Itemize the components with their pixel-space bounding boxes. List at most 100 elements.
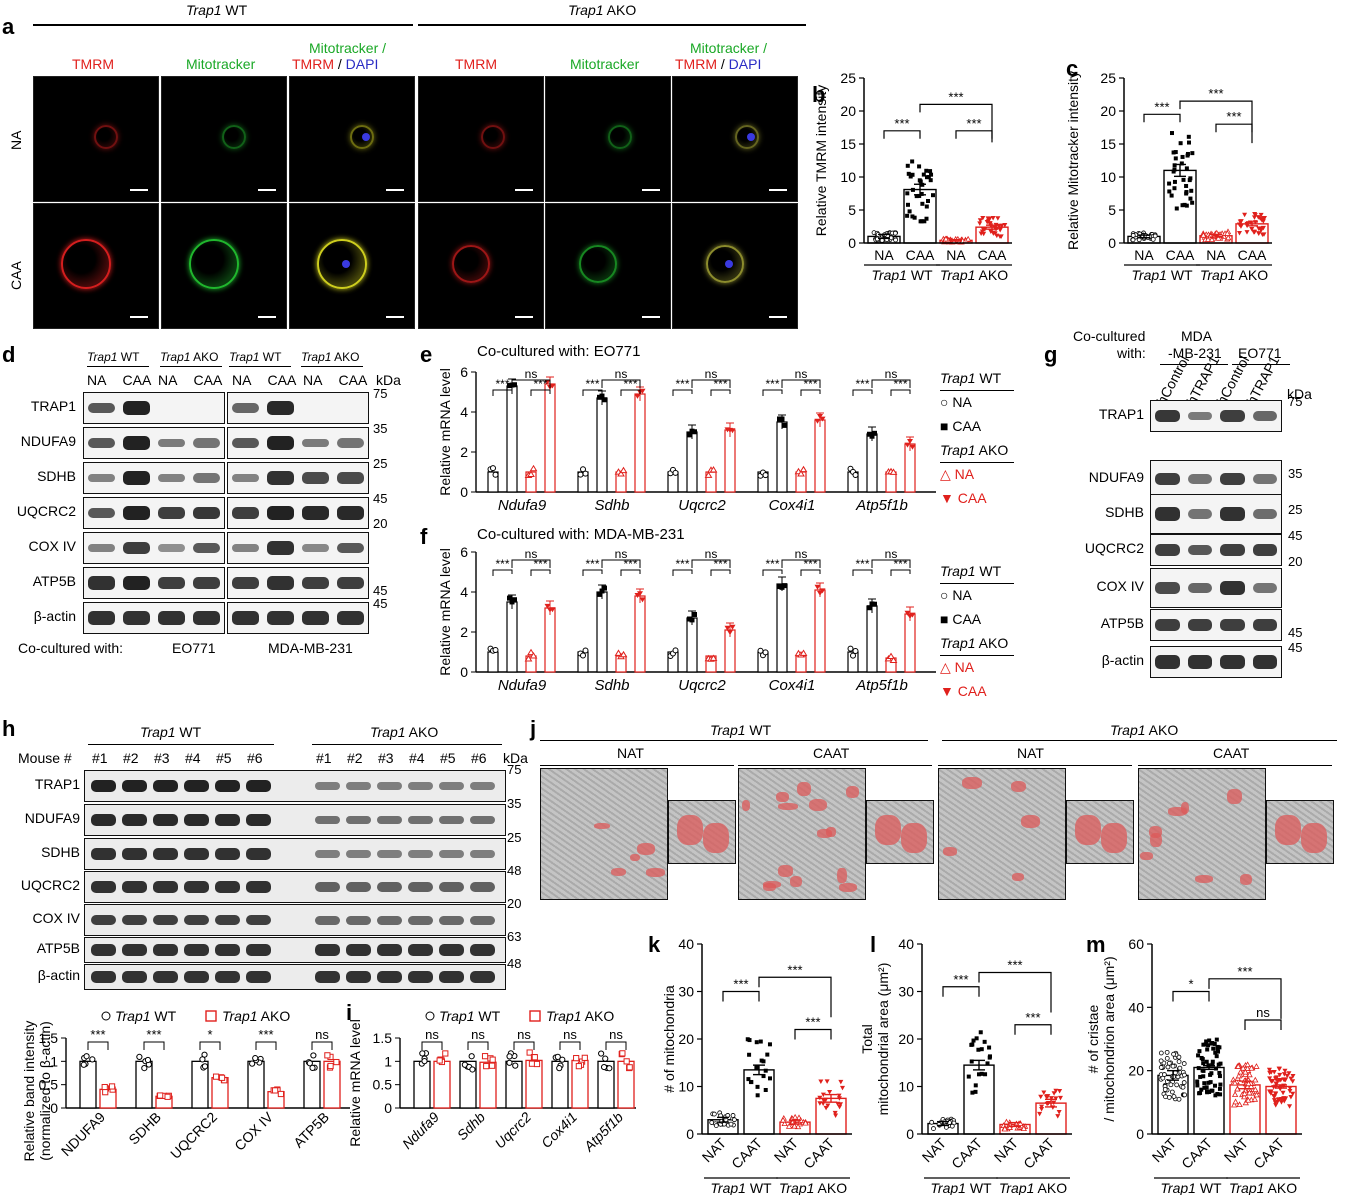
- x-tick-label: CAAT: [1250, 1135, 1287, 1172]
- band: [470, 882, 495, 892]
- y-tick-label: 1.5: [39, 1030, 59, 1046]
- data-point: [199, 1056, 206, 1063]
- x-tick-label: NA: [1206, 247, 1226, 263]
- data-point: [970, 1090, 975, 1095]
- stat-bracket: [794, 1028, 832, 1040]
- data-point: [1271, 1085, 1277, 1090]
- band: [153, 848, 178, 860]
- data-point: [1203, 1042, 1208, 1047]
- stat-label: ***: [258, 1027, 273, 1042]
- band: [302, 438, 329, 448]
- em-tissue-line-0: [540, 765, 734, 766]
- data-point: [1267, 1089, 1273, 1095]
- data-point: [1210, 1062, 1215, 1067]
- y-axis-label: Relative band intensity: [21, 1021, 37, 1162]
- band: [91, 944, 116, 956]
- data-point: [529, 464, 538, 472]
- mitochondrion: [901, 823, 927, 853]
- y-tick-label: 10: [898, 1079, 914, 1095]
- blot-h-mouse-ako-1: #2: [347, 750, 363, 766]
- stat-label: *: [207, 1027, 212, 1042]
- stat-bracket: [762, 389, 783, 396]
- panel-b-letter: b: [812, 82, 826, 107]
- stat-label: ns: [885, 547, 898, 561]
- data-point: [1273, 1103, 1279, 1108]
- data-point: [1051, 1100, 1057, 1106]
- stat-label: ns: [885, 367, 898, 381]
- stat-bracket: [890, 569, 911, 576]
- data-point: [672, 647, 679, 654]
- stat-bracket: [955, 130, 993, 139]
- em-wt-header: Trap1 WT: [710, 722, 772, 738]
- data-point: [1288, 1094, 1294, 1100]
- blot-d-protein-0: TRAP1: [30, 398, 76, 414]
- blot-h-wt-line: [88, 744, 274, 745]
- data-point: [1211, 1046, 1216, 1051]
- band: [158, 576, 185, 590]
- band: [215, 971, 240, 983]
- data-point: [1245, 1096, 1252, 1103]
- blot-d-cond-0: NA: [87, 372, 107, 388]
- x-tick-label: NAT: [1149, 1134, 1180, 1165]
- blot-g-kda-2: 25: [1288, 502, 1303, 517]
- blot-d-cond-5: CAA: [267, 372, 297, 388]
- data-point: [1262, 215, 1268, 221]
- data-point: [1184, 203, 1189, 208]
- data-point: [1037, 1111, 1043, 1117]
- band: [377, 781, 402, 791]
- data-point: [1130, 237, 1136, 243]
- stat-label: ***: [146, 1027, 161, 1042]
- data-point: [489, 1062, 496, 1069]
- data-point: [310, 1052, 317, 1059]
- bar: [596, 591, 608, 673]
- bar: [814, 589, 826, 673]
- band: [158, 473, 185, 483]
- em-tissue-label-1: CAAT: [813, 745, 850, 761]
- x-tick-label: CAA: [906, 247, 935, 263]
- y-axis-label: Relative mRNA level: [347, 1019, 363, 1147]
- y-tick-label: 0.5: [373, 1077, 393, 1093]
- band: [153, 780, 178, 792]
- channel-tmrm-1: TMRM: [72, 56, 114, 72]
- bar: [506, 601, 518, 673]
- data-point: [1055, 1114, 1061, 1119]
- channel-merge-2b: TMRM / DAPI: [675, 56, 762, 72]
- data-point: [929, 1119, 935, 1125]
- x-tick-label: CAAT: [728, 1135, 765, 1172]
- y-tick-label: 0: [384, 1100, 392, 1116]
- blot-d-geno-3: Trap1 AKO: [301, 350, 360, 364]
- stat-bracket: [781, 559, 821, 568]
- blot-d-kda-2: 25: [373, 456, 388, 471]
- data-point: [1275, 1079, 1281, 1084]
- data-point: [531, 1054, 538, 1061]
- mitochondrion: [1101, 823, 1127, 853]
- data-point: [556, 1065, 563, 1072]
- blot-d-protein-2: SDHB: [37, 468, 76, 484]
- bar: [776, 421, 788, 493]
- blot-g-row-2: [1150, 494, 1282, 534]
- blot-g-protein-3: UQCRC2: [1084, 540, 1144, 556]
- band: [215, 814, 240, 826]
- y-tick-label: 0: [906, 1126, 914, 1142]
- stat-bracket: [582, 389, 603, 396]
- band: [91, 780, 116, 792]
- bar: [686, 431, 698, 493]
- data-point: [850, 652, 856, 659]
- data-point: [512, 597, 517, 603]
- data-point: [1224, 230, 1231, 236]
- data-point: [1255, 215, 1261, 220]
- blot-g-row-0: [1150, 400, 1282, 432]
- band: [153, 814, 178, 826]
- data-point: [985, 216, 991, 221]
- band: [153, 971, 178, 983]
- data-point: [549, 383, 556, 389]
- bar: [866, 605, 878, 673]
- data-point: [687, 432, 692, 438]
- mitochondrion: [808, 798, 828, 812]
- panel-e-letter: e: [420, 342, 433, 367]
- stat-label: ***: [90, 1027, 105, 1042]
- stat-label: ***: [948, 89, 963, 104]
- data-point: [980, 215, 986, 221]
- data-point: [1271, 1098, 1277, 1103]
- legend-e-ako-na: △ NA: [940, 466, 975, 482]
